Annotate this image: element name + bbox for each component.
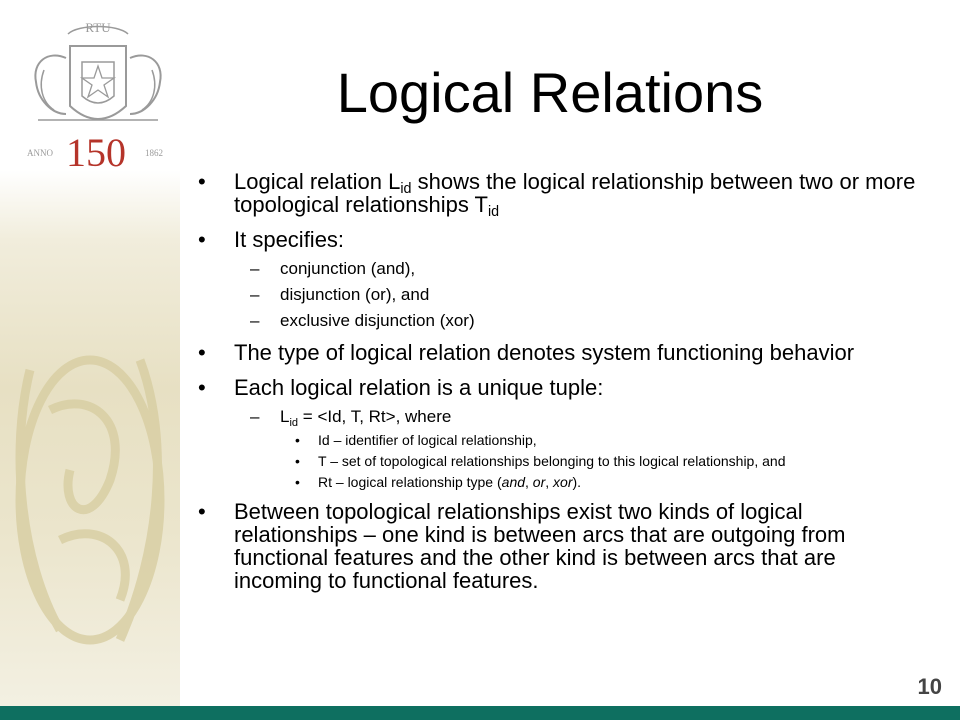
bottom-bar xyxy=(0,706,960,720)
sub-item-conjunction: conjunction (and), xyxy=(198,259,928,278)
page-number: 10 xyxy=(917,674,942,699)
bullet-list: Logical relation Lid shows the logical r… xyxy=(198,170,928,604)
bullet-unique-tuple: Each logical relation is a unique tuple: xyxy=(198,376,928,399)
sub-sub-item-id: Id – identifier of logical relationship, xyxy=(198,433,928,449)
bullet-it-specifies: It specifies: xyxy=(198,228,928,251)
logo-anniversary: 150 xyxy=(66,130,126,175)
slide-title: Logical Relations xyxy=(336,61,764,124)
logo-anno-label: ANNO xyxy=(27,148,53,158)
lion-right-icon xyxy=(129,54,162,115)
logo-star-icon xyxy=(79,63,117,99)
logo-top-text: RTU xyxy=(85,20,111,35)
sub-sub-item-rt: Rt – logical relationship type (and, or,… xyxy=(198,475,928,491)
bullet-logical-relation: Logical relation Lid shows the logical r… xyxy=(198,170,928,219)
bullet-two-kinds: Between topological relationships exist … xyxy=(198,500,928,592)
watermark-monogram-icon xyxy=(15,355,165,645)
lion-left-icon xyxy=(34,54,67,115)
logo-shield-icon xyxy=(69,45,127,120)
logo-year: 1862 xyxy=(145,148,163,158)
sub-item-tuple-definition: Lid = <Id, T, Rt>, where xyxy=(198,407,928,429)
sub-sub-item-t: T – set of topological relationships bel… xyxy=(198,454,928,470)
sub-item-exclusive-disjunction: exclusive disjunction (xor) xyxy=(198,311,928,330)
sub-item-disjunction: disjunction (or), and xyxy=(198,285,928,304)
bullet-type-of-relation: The type of logical relation denotes sys… xyxy=(198,341,928,364)
rtu-logo: RTU ANNO 150 1862 xyxy=(27,20,163,175)
